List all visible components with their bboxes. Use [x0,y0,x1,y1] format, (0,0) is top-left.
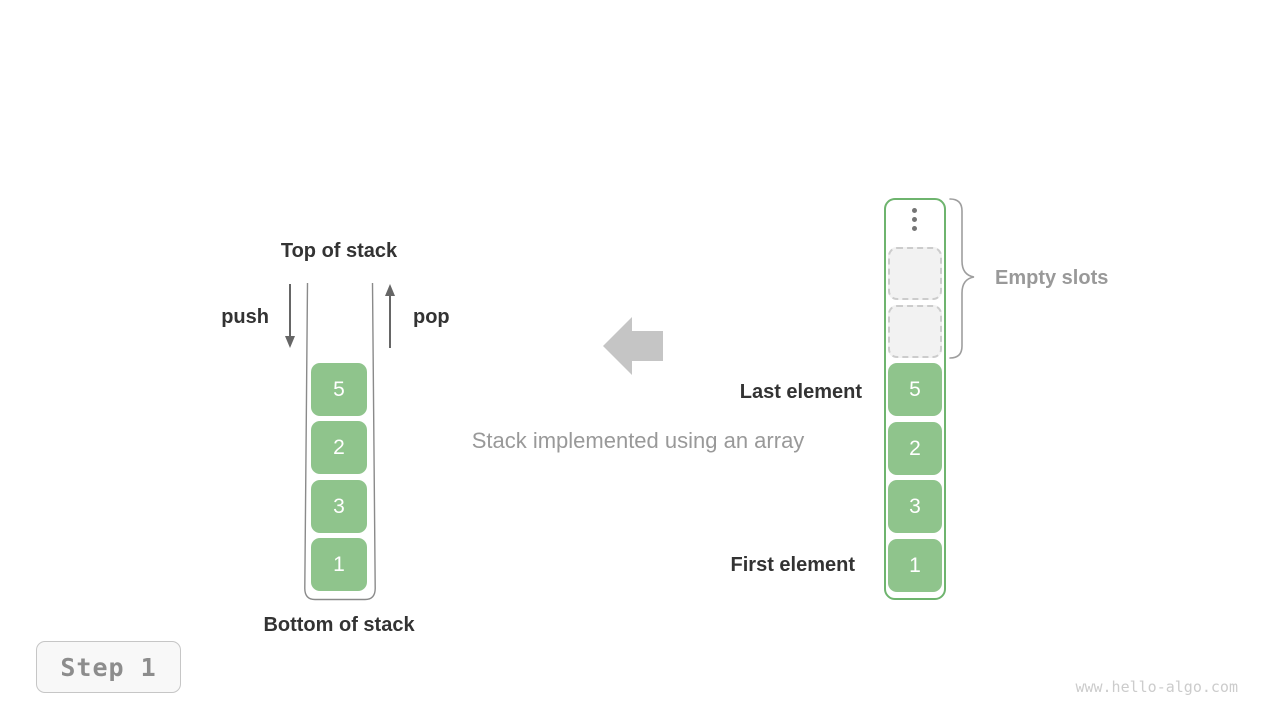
push-down-arrow-icon [285,284,295,348]
first-element-label: First element [730,554,855,576]
stack-container-outline [304,282,376,601]
empty-slot [888,305,942,358]
ellipsis-icon [912,208,917,213]
stack-cell: 1 [311,538,367,591]
array-cell: 5 [888,363,942,416]
array-cell: 3 [888,480,942,533]
step-badge: Step 1 [36,641,181,693]
empty-slots-label: Empty slots [995,267,1109,289]
stack-cell: 5 [311,363,367,416]
bottom-of-stack-label: Bottom of stack [263,614,415,636]
ellipsis-icon [912,217,917,222]
stack-cell: 3 [311,480,367,533]
big-left-arrow-icon [603,317,663,375]
caption: Stack implemented using an array [471,428,805,453]
push-label: push [221,306,269,328]
watermark: www.hello-algo.com [1075,678,1238,696]
pop-up-arrow-icon [385,284,395,348]
stack-cell: 2 [311,421,367,474]
top-of-stack-label: Top of stack [280,240,398,262]
array-cell: 2 [888,422,942,475]
empty-slot [888,247,942,300]
last-element-label: Last element [739,381,862,403]
ellipsis-icon [912,226,917,231]
brace-icon [949,198,975,359]
pop-label: pop [413,306,450,328]
array-cell: 1 [888,539,942,592]
